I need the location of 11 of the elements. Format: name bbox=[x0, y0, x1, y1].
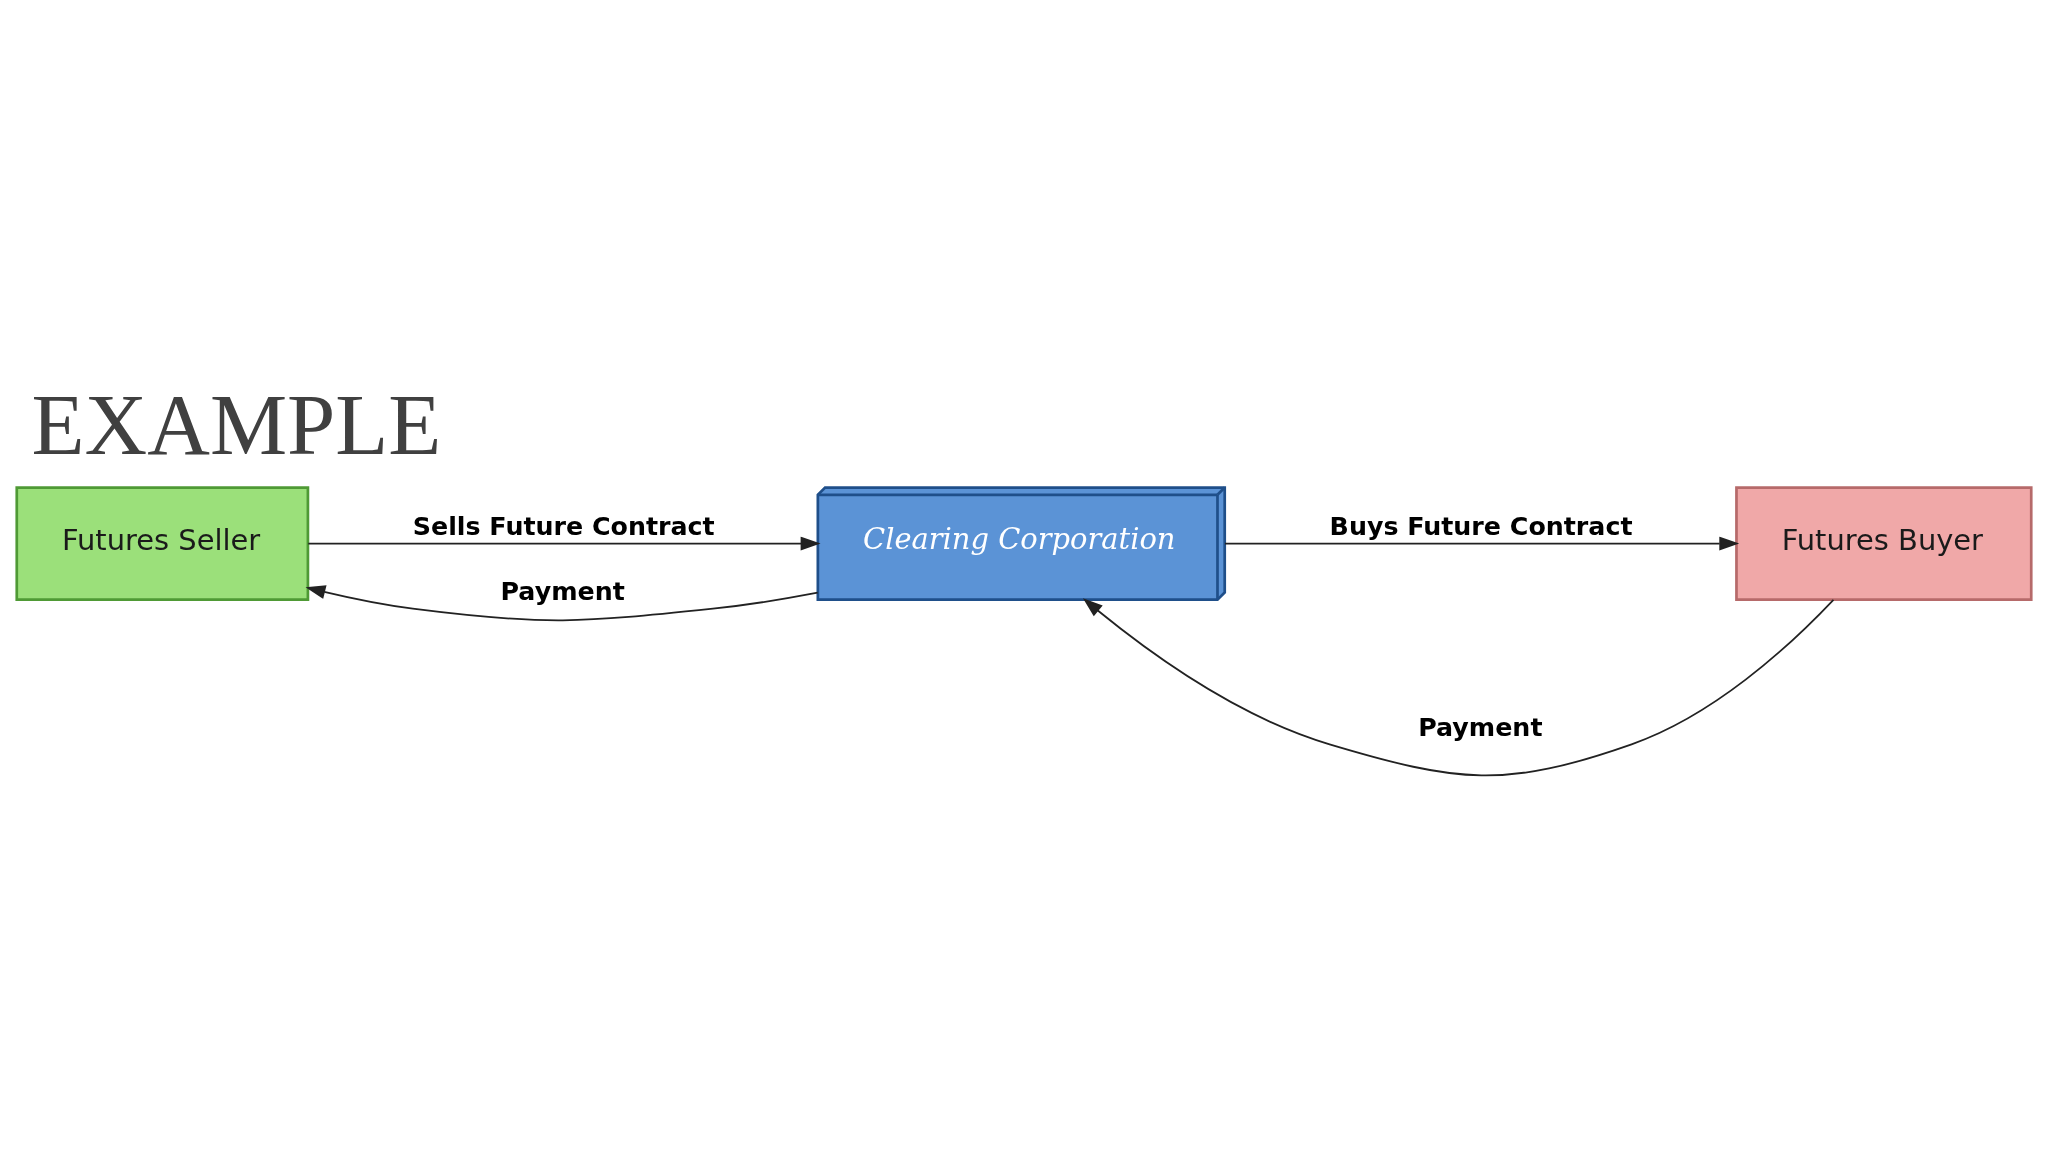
edge-label: Buys Future Contract bbox=[1329, 511, 1633, 541]
edge-label: Payment bbox=[500, 576, 625, 606]
arrow bbox=[1082, 597, 1835, 776]
node-box: Futures Buyer bbox=[1735, 485, 2033, 601]
diagram-title: EXAMPLE bbox=[31, 376, 442, 473]
edge-label: Sells Future Contract bbox=[412, 511, 715, 541]
edge-label: Payment bbox=[1418, 712, 1543, 742]
arrow bbox=[307, 536, 821, 551]
arrow bbox=[1224, 536, 1740, 551]
node-box: Futures Seller bbox=[15, 485, 310, 601]
arrow bbox=[305, 584, 819, 621]
